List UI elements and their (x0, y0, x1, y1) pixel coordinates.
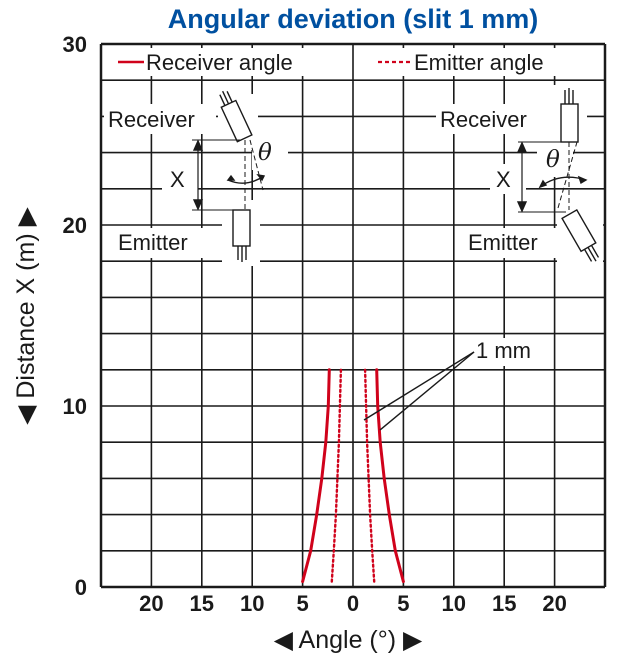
diagram-left-receiver-label: Receiver (108, 107, 195, 132)
annotation-1mm: 1 mm (363, 338, 531, 431)
x-tick-label: 15 (492, 591, 516, 616)
diagram-left-emitter-label: Emitter (118, 230, 188, 255)
diagram-right-receiver-label: Receiver (440, 107, 527, 132)
x-tick-label: 15 (190, 591, 214, 616)
series-receiver-angle-right (375, 368, 405, 584)
chart-title: Angular deviation (slit 1 mm) (168, 4, 539, 34)
x-axis-label: ◀ Angle (°) ▶ (274, 626, 423, 654)
series-receiver-angle-left (301, 368, 331, 584)
x-tick-label: 10 (240, 591, 264, 616)
receiver-sensor-icon (219, 90, 253, 143)
series-emitter-angle-right (363, 368, 376, 583)
legend: Receiver angle Emitter angle (118, 50, 544, 75)
tick-labels: 20 15 10 5 0 5 10 15 20 0 10 20 30 (63, 32, 567, 616)
x-tick-label: 20 (139, 591, 163, 616)
legend-emitter-label: Emitter angle (414, 50, 544, 75)
emitter-sensor-icon (232, 209, 251, 262)
y-tick-label: 10 (63, 394, 87, 419)
y-tick-label: 20 (63, 213, 87, 238)
diagram-right-theta-label: θ (546, 147, 560, 173)
diagram-right: Receiver Emitter X θ (440, 88, 600, 262)
series-emitter-angle-left (330, 368, 343, 583)
diagram-left-x-label: X (170, 167, 185, 192)
x-tick-label: 5 (397, 591, 409, 616)
emitter-sensor-icon (561, 208, 600, 262)
x-tick-label: 10 (442, 591, 466, 616)
legend-receiver-label: Receiver angle (146, 50, 293, 75)
diagram-right-emitter-label: Emitter (468, 230, 538, 255)
diagram-right-x-label: X (496, 167, 511, 192)
annotation-label: 1 mm (476, 338, 531, 363)
annotation-leader-1 (363, 351, 475, 421)
y-tick-label: 30 (63, 32, 87, 57)
diagram-left: Receiver Emitter X θ (108, 90, 272, 262)
x-tick-label: 20 (542, 591, 566, 616)
x-tick-label: 5 (296, 591, 308, 616)
y-tick-label: 0 (75, 575, 87, 600)
curves (301, 368, 405, 584)
diagram-left-theta-label: θ (258, 140, 272, 166)
label-backgrounds (104, 48, 603, 366)
annotation-leader-2 (379, 351, 475, 431)
y-axis-label: ◀ Distance X (m) ▶ (12, 206, 40, 424)
x-tick-label: 0 (347, 591, 359, 616)
